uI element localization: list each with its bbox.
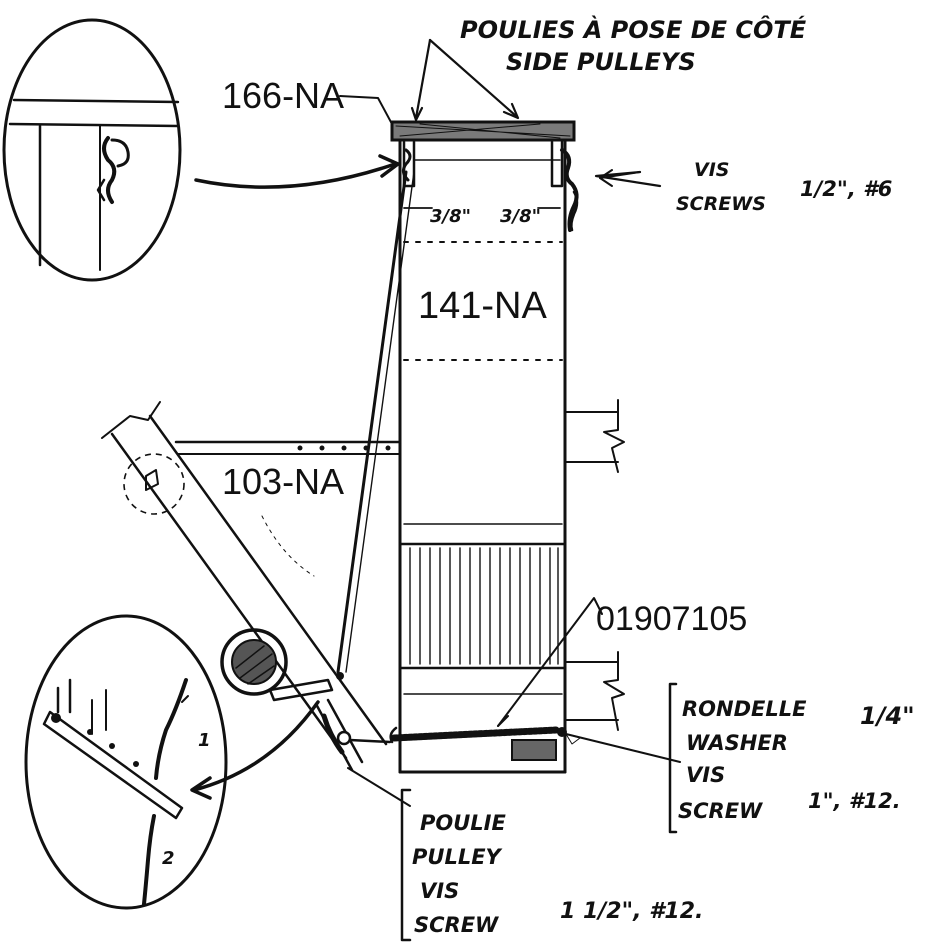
label-top-en: SIDE PULLEYS [506, 48, 696, 76]
detail-circle-top [2, 18, 182, 282]
detail-number-1: 1 [198, 730, 211, 751]
break-mark-upper [564, 399, 625, 473]
label-part-166: 166-NA [222, 75, 344, 116]
label-part-103: 103-NA [222, 461, 344, 502]
label-washer-screw-en: SCREW [678, 799, 763, 823]
break-mark-lower [564, 651, 625, 731]
label-washer-en: WASHER [686, 731, 788, 755]
label-part-cable: 01907105 [596, 600, 747, 638]
label-washer-fr: RONDELLE [682, 697, 807, 721]
louver-vent [398, 542, 567, 670]
detail-circle-bottom [24, 614, 228, 910]
label-gap-right: 3/8" [500, 206, 541, 227]
label-pulley-fr: POULIE [420, 811, 506, 835]
label-top-fr: POULIES À POSE DE CÔTÉ [460, 14, 807, 44]
detail-arrow-bottom [192, 700, 320, 792]
detail-number-2: 2 [162, 848, 175, 869]
channel-141 [398, 138, 567, 774]
detail-arrow-top [194, 162, 397, 189]
arm-pulley [220, 628, 364, 772]
label-washer-size: 1/4" [860, 702, 915, 730]
lift-cable [336, 170, 408, 674]
lift-arm-103 [101, 401, 402, 760]
top-cap-166 [339, 38, 576, 142]
label-washer-screw-size: 1", #12. [808, 789, 901, 813]
washer-leader [565, 733, 681, 763]
label-gap-left: 3/8" [430, 206, 471, 227]
label-screws-size: 1/2", #6 [800, 177, 892, 201]
label-part-141: 141-NA [418, 285, 547, 327]
label-washer-screw-fr: VIS [686, 763, 725, 787]
label-pulley-screw-size: 1 1/2", #12. [560, 899, 703, 924]
side-pulley-right [550, 140, 579, 232]
pulley-leader [347, 767, 411, 807]
label-pulley-screw-fr: VIS [420, 879, 459, 903]
spring-01907105 [348, 597, 603, 761]
label-pulley-screw-en: SCREW [414, 913, 499, 937]
label-pulley-en: PULLEY [412, 845, 503, 869]
side-pulley-left [401, 140, 561, 188]
label-screws-fr: VIS [694, 159, 729, 181]
label-screws-en: SCREWS [676, 193, 766, 215]
